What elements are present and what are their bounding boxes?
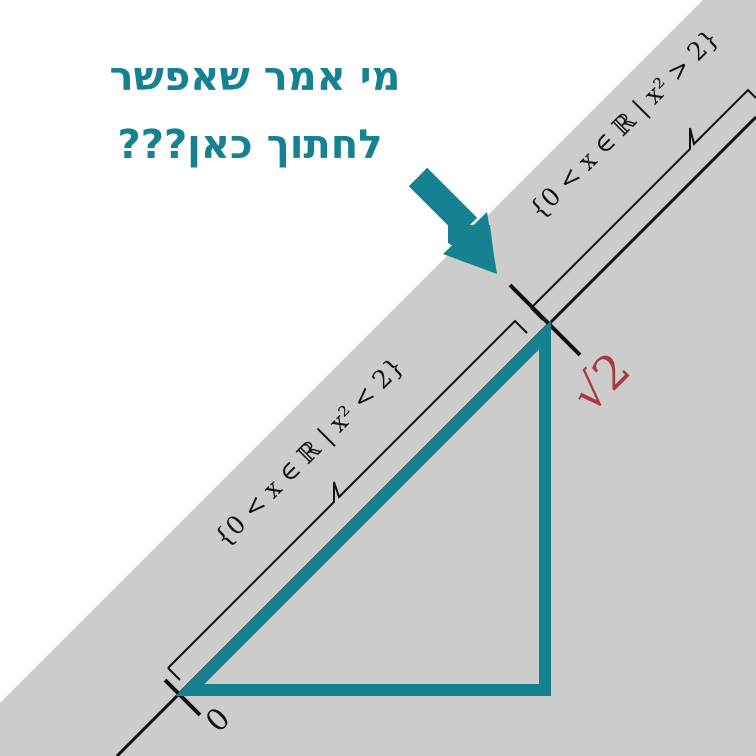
arrow-head-tip bbox=[443, 212, 497, 274]
upper-set-brace bbox=[530, 88, 756, 321]
arrow-shaft bbox=[408, 167, 478, 237]
zero-tick bbox=[163, 678, 202, 717]
background-white-region bbox=[0, 0, 703, 703]
lower-set-brace bbox=[167, 319, 528, 681]
annotation-line-2: לחתוך כאן??? bbox=[117, 122, 383, 168]
sqrt2-tick bbox=[508, 283, 582, 357]
annotation-line-1: מי אמר שאפשר bbox=[109, 54, 401, 100]
right-triangle bbox=[175, 320, 551, 696]
